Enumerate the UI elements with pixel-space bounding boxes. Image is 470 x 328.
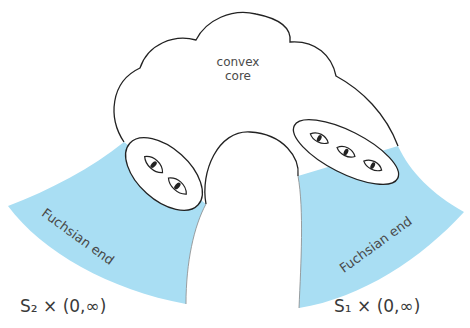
surface-genus-3 [285,107,407,197]
arch-outline [205,132,298,204]
fuchsian-end-right [298,146,464,308]
product-space-label: S₁ × (0,∞) [334,296,420,316]
surface-genus-2 [112,124,215,224]
product-space-label: S₂ × (0,∞) [20,296,106,316]
region-label: convex core [208,55,268,84]
arch-edge [186,176,302,308]
convex-core-outline [114,12,398,146]
convex-core-region: convex core [208,55,272,84]
